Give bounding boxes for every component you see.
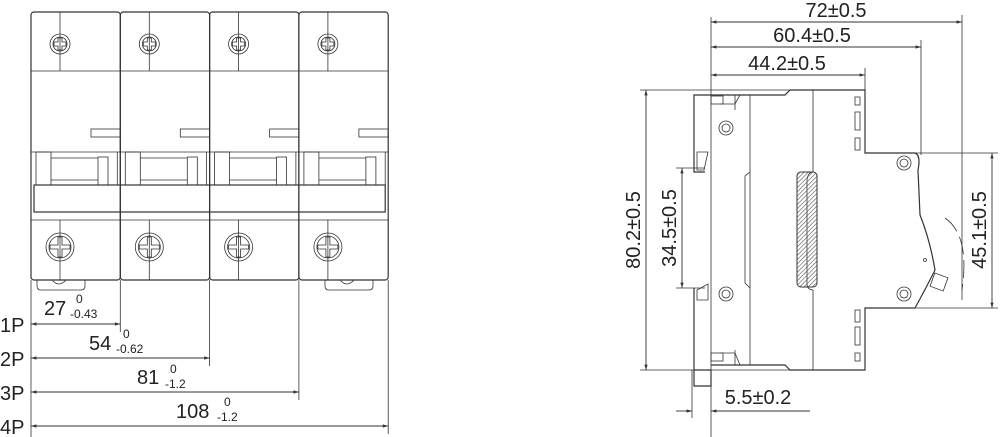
pole-3: [209, 11, 300, 281]
toggle-bar: [33, 184, 386, 213]
pole-label: 2P: [0, 349, 24, 371]
lower-tol: -1.2: [217, 410, 238, 424]
screw-icon: [313, 232, 343, 262]
nominal: 108: [176, 401, 209, 423]
pole-label: 3P: [0, 383, 24, 405]
screw-icon: [45, 232, 75, 262]
front-dimensions: 1P 27 0 -0.43 2P 54 0 -0.62 3P 81 0 -1.2…: [0, 292, 238, 437]
indicator-slot: [179, 128, 211, 138]
upper-tol: 0: [170, 362, 177, 376]
indicator-slot: [90, 128, 121, 138]
dim-45-1: 45.1±0.5: [969, 191, 991, 269]
screw-icon: [224, 232, 254, 262]
pole-label: 1P: [0, 315, 24, 337]
screw-icon: [317, 33, 339, 55]
nominal: 81: [137, 367, 159, 389]
lower-tol: -0.43: [70, 307, 98, 321]
front-view: [30, 11, 389, 437]
pole-2: [119, 11, 211, 281]
dimension-1p: 1P 27 0 -0.43: [0, 292, 98, 337]
screw-icon: [228, 33, 250, 55]
screw-icon: [134, 232, 164, 262]
pole-4: [298, 11, 389, 281]
dim-60-4: 60.4±0.5: [773, 25, 851, 47]
indicator-slot: [358, 128, 389, 138]
pole-label: 4P: [0, 417, 24, 437]
dim-34-5: 34.5±0.5: [659, 189, 681, 267]
din-clip: [36, 279, 86, 291]
indicator-slot: [269, 128, 300, 138]
dim-72: 72±0.5: [805, 0, 866, 22]
nominal: 27: [44, 298, 66, 320]
dimension-2p: 2P 54 0 -0.62: [0, 327, 144, 371]
dimension-3p: 3P 81 0 -1.2: [0, 362, 186, 405]
side-view: 72±0.5 60.4±0.5 44.2±0.5 80.2±0.5 34.5±0…: [623, 0, 998, 437]
lower-tol: -0.62: [116, 342, 144, 356]
upper-tol: 0: [123, 327, 130, 341]
pole-1: [30, 11, 121, 281]
dimension-4p: 4P 108 0 -1.2: [0, 395, 238, 437]
lower-tol: -1.2: [165, 377, 186, 391]
dim-44-2: 44.2±0.5: [748, 53, 826, 75]
din-clip: [324, 279, 374, 291]
screw-icon: [138, 33, 160, 55]
dim-5-5: 5.5±0.2: [725, 387, 792, 409]
nominal: 54: [89, 333, 111, 355]
dim-80-2: 80.2±0.5: [623, 191, 645, 269]
upper-tol: 0: [76, 292, 83, 306]
upper-tol: 0: [224, 395, 231, 409]
screw-icon: [49, 33, 71, 55]
